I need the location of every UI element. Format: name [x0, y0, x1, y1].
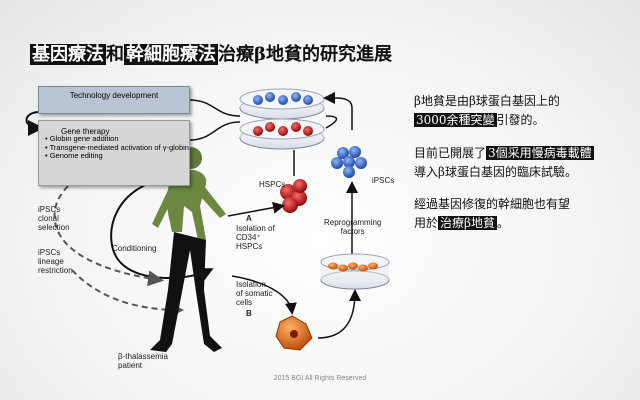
text-tail: 引發的。 — [496, 113, 545, 127]
label-line: selection — [38, 223, 70, 232]
label-conditioning: Conditioning — [112, 244, 157, 253]
label-line: cells — [236, 298, 253, 307]
label-ipsc-clonal-selection: iPSCs clonal selection — [38, 205, 70, 232]
text-tail: 。 — [496, 216, 509, 230]
text-line: 導入β球蛋白基因的臨床試驗。 — [414, 165, 577, 179]
label-line: patient — [118, 361, 143, 370]
paragraph-stem-cell-hope: 經過基因修復的幹細胞也有望 用於治療β地貧。 — [414, 195, 629, 233]
text-line: 用於治療β地貧。 — [414, 214, 629, 233]
paragraph-mutations: β地貧是由β球蛋白基因上的 3000余種突變引發的。 — [414, 92, 629, 130]
patient-figure — [150, 147, 226, 352]
gene-therapy-item: Transgene-mediated activation of γ-globi… — [50, 143, 193, 153]
arrow-patient-to-somatic — [231, 275, 297, 315]
arrow-dish-to-hspc — [325, 115, 338, 129]
dashed-arrow-lineage — [71, 269, 184, 318]
title-highlight-gene-therapy: 基因療法 — [30, 44, 106, 65]
label-reprogramming-factors: Reprogramming factors — [324, 218, 381, 236]
slide-title: 基因療法和幹細胞療法治療β地貧的研究進展 — [30, 40, 392, 66]
dish-top-blue-cells — [239, 88, 325, 120]
gene-therapy-box: Gene therapy Globin gene addition Transg… — [38, 120, 190, 186]
gene-therapy-item: Genome editing — [50, 151, 193, 161]
hspc-cell-cluster — [280, 179, 307, 213]
label-line: Isolation of — [236, 224, 275, 233]
label-line: CD34⁺ — [236, 233, 261, 242]
label-patient: β-thalassemia patient — [118, 352, 168, 370]
label-line: β-thalassemia — [118, 352, 168, 361]
text-pre: 目前已開展了 — [414, 146, 487, 160]
label-ipscs: iPSCs — [372, 176, 395, 185]
text-line: 經過基因修復的幹細胞也有望 — [414, 197, 571, 211]
label-line: Reprogramming — [324, 218, 382, 227]
label-line: HSPCs — [236, 242, 263, 251]
gene-therapy-header: Gene therapy — [61, 127, 110, 136]
text-line: 3000余種突變引發的。 — [414, 111, 629, 130]
label-line: of somatic — [236, 289, 273, 298]
arrow-gene-to-dish — [188, 121, 241, 141]
label-line: clonal — [38, 214, 59, 223]
label-isolation-somatic: Isolation of somatic cells — [236, 280, 272, 307]
ipsc-cell-cluster — [331, 146, 367, 178]
label-line: iPSCs — [38, 248, 61, 257]
highlight-trials: 3個采用慢病毒載體 — [486, 146, 594, 160]
arrow-patient-to-hspc — [227, 201, 285, 217]
label-hspcs: HSPCs — [259, 180, 286, 189]
somatic-cell — [275, 315, 313, 351]
arrow-somatic-to-dish — [317, 289, 361, 339]
technology-development-label: Technology development — [69, 91, 159, 100]
footer-copyright: 2015 BGI All Rights Reserved — [273, 375, 367, 382]
feedback-loop-arrow — [25, 111, 44, 136]
dish-middle-red-cells — [239, 118, 325, 150]
label-line: iPSCs — [38, 205, 61, 214]
label-line: factors — [340, 227, 365, 236]
label-line: Isolation — [236, 280, 266, 289]
label-line: restriction — [38, 266, 73, 275]
title-and: 和 — [106, 44, 124, 65]
highlight-mutations: 3000余種突變 — [414, 113, 497, 127]
text-line: β地貧是由β球蛋白基因上的 — [414, 94, 560, 108]
gene-therapy-list: Globin gene addition Transgene-mediated … — [43, 134, 193, 161]
gene-therapy-item: Globin gene addition — [50, 134, 193, 144]
highlight-treatment: 治療β地貧 — [438, 216, 497, 230]
title-tail: 治療β地貧的研究進展 — [218, 44, 392, 65]
label-path-b: B — [246, 309, 252, 318]
dish-orange-cells — [320, 253, 390, 290]
arrow-tech-to-dish — [188, 99, 241, 117]
text-pre: 用於 — [414, 216, 439, 230]
title-highlight-stem-cell: 幹細胞療法 — [124, 44, 218, 65]
label-path-a: A — [246, 214, 252, 223]
label-ipsc-lineage-restriction: iPSCs lineage restriction — [38, 248, 73, 275]
technology-development-box: Technology development — [38, 86, 190, 114]
label-line: lineage — [38, 257, 64, 266]
arrow-ipscs-to-dish — [323, 92, 353, 130]
label-isolation-cd34: Isolation of CD34⁺ HSPCs — [236, 224, 275, 251]
